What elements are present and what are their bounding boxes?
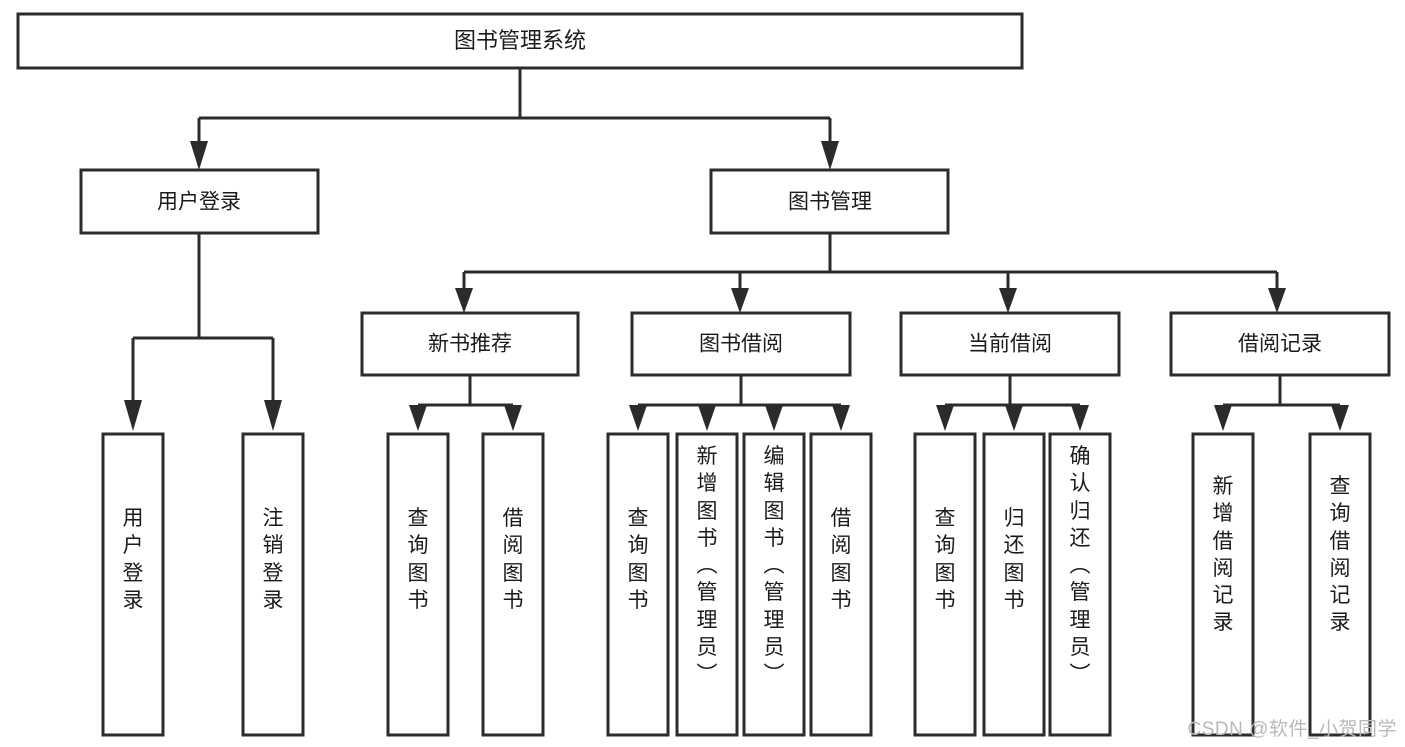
leaf-box-query-books-new[interactable] (386, 432, 450, 737)
arrow-book-mgmt-to-new-books (455, 288, 473, 313)
node-current-borrow-box[interactable] (899, 311, 1121, 377)
leaf-box-query-borrow-record[interactable] (1308, 432, 1372, 737)
leaf-box-add-book-admin[interactable] (675, 432, 739, 737)
csdn-watermark: CSDN @软件_小贺同学 (1187, 719, 1397, 740)
connector-layer (124, 68, 1349, 431)
node-book-borrow-label: 图书借阅 (699, 333, 783, 356)
leaf-box-confirm-return-admin[interactable] (1048, 432, 1112, 737)
node-root-label: 图书管理系统 (454, 28, 586, 53)
arrow-book-mgmt-to-current (999, 288, 1017, 313)
node-book-borrow[interactable]: 图书借阅 (630, 311, 852, 377)
node-new-book-recommend-label: 新书推荐 (428, 333, 512, 356)
node-book-management-box[interactable] (709, 168, 950, 235)
arrow-new-books-leaf-2 (504, 405, 522, 431)
node-book-management[interactable]: 图书管理 (709, 168, 950, 235)
node-user-login[interactable]: 用户登录 (79, 168, 320, 235)
arrow-borrow-leaf-1 (629, 405, 647, 431)
leaf-box-logout[interactable] (241, 432, 305, 737)
arrow-records-leaf-2 (1331, 405, 1349, 431)
arrow-borrow-leaf-4 (832, 405, 850, 431)
arrow-current-leaf-2 (1005, 405, 1023, 431)
leaf-box-edit-book-admin[interactable] (742, 432, 806, 737)
node-borrow-records[interactable]: 借阅记录 (1169, 311, 1391, 377)
leaf-box-layer (101, 432, 1372, 737)
arrow-borrow-leaf-3 (765, 405, 783, 431)
arrow-borrow-leaf-2 (698, 405, 716, 431)
arrow-root-to-user-login (190, 141, 208, 170)
arrow-new-books-leaf-1 (409, 405, 427, 431)
arrow-current-leaf-3 (1071, 405, 1089, 431)
leaf-box-query-books-borrow[interactable] (606, 432, 670, 737)
arrow-user-login-leaf-2 (264, 400, 282, 431)
node-borrow-records-box[interactable] (1169, 311, 1391, 377)
node-user-login-box[interactable] (79, 168, 320, 235)
node-book-borrow-box[interactable] (630, 311, 852, 377)
arrow-book-mgmt-to-records (1268, 288, 1286, 313)
node-current-borrow-label: 当前借阅 (968, 333, 1052, 356)
leaf-box-query-books-current[interactable] (913, 432, 977, 737)
node-new-book-recommend-box[interactable] (360, 311, 580, 377)
arrow-root-to-book-mgmt (821, 141, 839, 170)
node-user-login-label: 用户登录 (157, 191, 241, 214)
node-current-borrow[interactable]: 当前借阅 (899, 311, 1121, 377)
node-root-box[interactable] (16, 12, 1024, 70)
arrow-user-login-leaf-1 (124, 400, 142, 431)
node-new-book-recommend[interactable]: 新书推荐 (360, 311, 580, 377)
leaf-box-borrow-books-new[interactable] (481, 432, 545, 737)
arrow-records-leaf-1 (1214, 405, 1232, 431)
arrow-book-mgmt-to-borrow (731, 288, 749, 313)
node-borrow-records-label: 借阅记录 (1238, 333, 1322, 356)
node-book-management-label: 图书管理 (788, 191, 872, 214)
node-root[interactable]: 图书管理系统 (16, 12, 1024, 70)
leaf-box-borrow-books[interactable] (809, 432, 873, 737)
leaf-box-return-books[interactable] (982, 432, 1046, 737)
arrow-current-leaf-1 (936, 405, 954, 431)
leaf-box-user-login[interactable] (101, 432, 165, 737)
leaf-box-add-borrow-record[interactable] (1191, 432, 1255, 737)
